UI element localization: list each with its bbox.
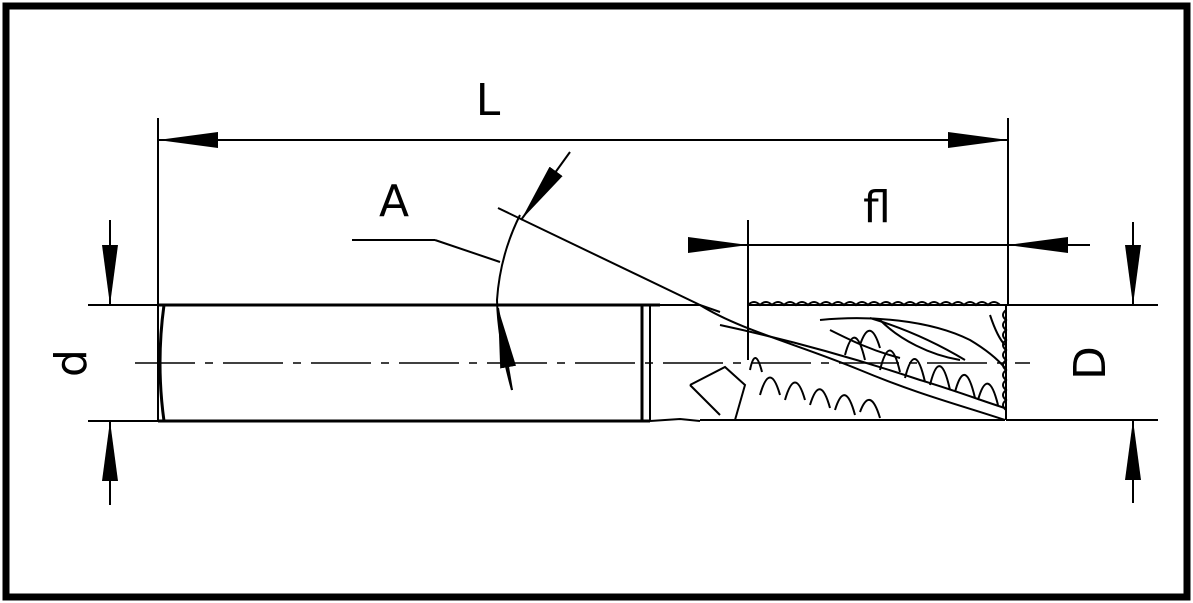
- label-L: L: [476, 75, 501, 126]
- label-A: A: [379, 176, 409, 227]
- extension-lines: [88, 118, 1158, 422]
- label-d: d: [46, 349, 97, 377]
- label-fl: fl: [863, 182, 891, 233]
- fluted-cutting-section: [689, 301, 1010, 421]
- label-D: D: [1065, 346, 1116, 380]
- angle-dimension-A: [352, 151, 701, 391]
